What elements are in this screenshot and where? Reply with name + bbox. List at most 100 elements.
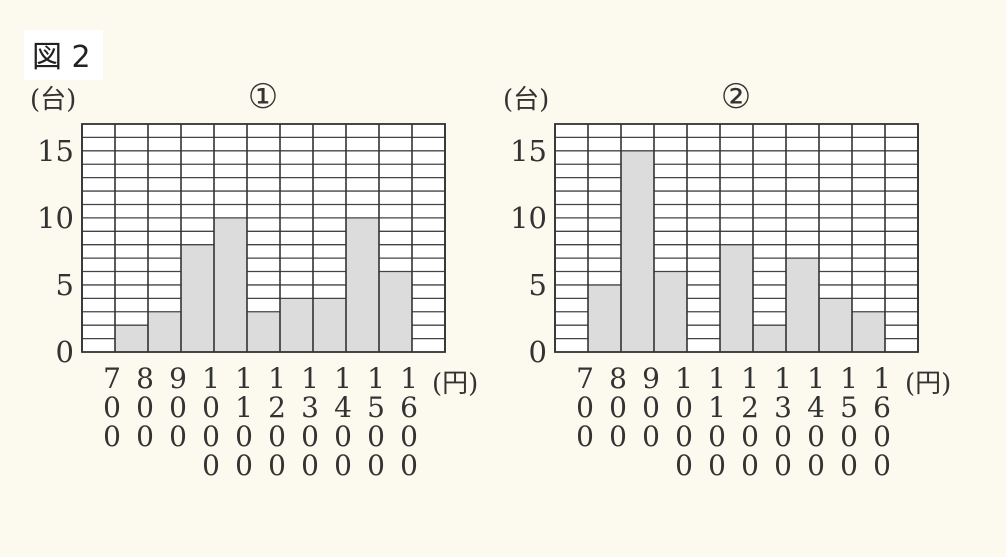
x-tick-label-digit: 0 xyxy=(675,449,693,482)
chart-title: ① xyxy=(248,77,278,117)
x-tick-label-digit: 7 xyxy=(103,362,121,395)
x-tick-label-digit: 9 xyxy=(642,362,660,395)
x-axis-label: (円) xyxy=(905,369,951,399)
x-tick-label-digit: 0 xyxy=(708,420,726,453)
bar xyxy=(280,298,313,352)
bar xyxy=(379,271,412,352)
x-tick-label-digit: 0 xyxy=(334,420,352,453)
x-tick-label-digit: 1 xyxy=(807,362,825,395)
x-tick-label-digit: 0 xyxy=(840,449,858,482)
y-tick-label: 0 xyxy=(56,335,74,369)
x-tick-label-digit: 0 xyxy=(367,420,385,453)
x-tick-label-digit: 4 xyxy=(807,391,825,424)
x-tick-label-digit: 8 xyxy=(136,362,154,395)
x-tick-label-digit: 1 xyxy=(235,362,253,395)
x-tick-label-digit: 0 xyxy=(576,420,594,453)
x-tick-label-digit: 0 xyxy=(576,391,594,424)
x-tick-label-digit: 0 xyxy=(774,420,792,453)
x-tick-label-digit: 0 xyxy=(873,449,891,482)
y-tick-label: 15 xyxy=(37,134,74,168)
bar xyxy=(852,311,885,352)
bar xyxy=(115,325,148,352)
x-tick-label-digit: 1 xyxy=(774,362,792,395)
x-tick-label-digit: 0 xyxy=(103,391,121,424)
x-tick-label-digit: 5 xyxy=(367,391,385,424)
y-tick-label: 10 xyxy=(510,201,547,235)
x-tick-label-digit: 1 xyxy=(334,362,352,395)
bar xyxy=(588,284,621,352)
x-tick-label-digit: 3 xyxy=(301,391,319,424)
bar xyxy=(247,311,280,352)
y-tick-label: 15 xyxy=(510,134,547,168)
bar xyxy=(654,271,687,352)
x-tick-label-digit: 1 xyxy=(675,362,693,395)
x-tick-label-digit: 0 xyxy=(301,420,319,453)
x-tick-label-digit: 0 xyxy=(741,420,759,453)
chart-1: 051015(台)①700800900100011001200130014001… xyxy=(30,77,478,482)
x-tick-label-digit: 1 xyxy=(708,391,726,424)
y-tick-label: 5 xyxy=(56,268,74,302)
bar xyxy=(819,298,852,352)
figure-label: 図 2 xyxy=(24,30,103,80)
x-tick-label-digit: 1 xyxy=(367,362,385,395)
chart-title: ② xyxy=(721,77,751,117)
x-tick-label-digit: 1 xyxy=(741,362,759,395)
x-tick-label-digit: 0 xyxy=(609,391,627,424)
x-tick-label-digit: 0 xyxy=(807,420,825,453)
x-tick-label-digit: 0 xyxy=(400,449,418,482)
x-tick-label-digit: 0 xyxy=(268,420,286,453)
x-tick-label-digit: 0 xyxy=(334,449,352,482)
x-tick-label-digit: 7 xyxy=(576,362,594,395)
x-tick-label-digit: 1 xyxy=(301,362,319,395)
x-tick-label-digit: 0 xyxy=(136,391,154,424)
bar xyxy=(181,244,214,352)
x-tick-label-digit: 6 xyxy=(400,391,418,424)
bar xyxy=(786,258,819,352)
x-tick-label-digit: 0 xyxy=(235,420,253,453)
x-tick-label-digit: 0 xyxy=(235,449,253,482)
y-axis-label: (台) xyxy=(30,85,76,115)
x-tick-label-digit: 1 xyxy=(708,362,726,395)
x-tick-label-digit: 0 xyxy=(675,391,693,424)
x-tick-label-digit: 0 xyxy=(708,449,726,482)
x-tick-label-digit: 0 xyxy=(873,420,891,453)
x-tick-label-digit: 0 xyxy=(400,420,418,453)
x-tick-label-digit: 0 xyxy=(642,420,660,453)
chart-2: 051015(台)②700800900100011001200130014001… xyxy=(503,77,951,482)
bar xyxy=(621,150,654,352)
x-tick-label-digit: 0 xyxy=(169,420,187,453)
x-axis-label: (円) xyxy=(432,369,478,399)
x-tick-label-digit: 0 xyxy=(840,420,858,453)
x-tick-label-digit: 0 xyxy=(642,391,660,424)
bar xyxy=(720,244,753,352)
y-axis-label: (台) xyxy=(503,85,549,115)
x-tick-label-digit: 0 xyxy=(268,449,286,482)
y-tick-label: 10 xyxy=(37,201,74,235)
x-tick-label-digit: 0 xyxy=(609,420,627,453)
x-tick-label-digit: 1 xyxy=(202,362,220,395)
x-tick-label-digit: 0 xyxy=(675,420,693,453)
x-tick-label-digit: 8 xyxy=(609,362,627,395)
x-tick-label-digit: 0 xyxy=(774,449,792,482)
y-tick-label: 0 xyxy=(529,335,547,369)
x-tick-label-digit: 0 xyxy=(136,420,154,453)
plot-border xyxy=(81,123,446,353)
x-tick-label-digit: 9 xyxy=(169,362,187,395)
x-tick-label-digit: 1 xyxy=(840,362,858,395)
bar xyxy=(214,217,247,352)
bar xyxy=(313,298,346,352)
x-tick-label-digit: 2 xyxy=(268,391,286,424)
x-tick-label-digit: 1 xyxy=(873,362,891,395)
x-tick-label-digit: 0 xyxy=(202,449,220,482)
x-tick-label-digit: 0 xyxy=(202,391,220,424)
bar xyxy=(346,217,379,352)
x-tick-label-digit: 2 xyxy=(741,391,759,424)
x-tick-label-digit: 5 xyxy=(840,391,858,424)
bar xyxy=(148,311,181,352)
x-tick-label-digit: 0 xyxy=(367,449,385,482)
x-tick-label-digit: 1 xyxy=(235,391,253,424)
x-tick-label-digit: 0 xyxy=(202,420,220,453)
y-tick-label: 5 xyxy=(529,268,547,302)
x-tick-label-digit: 1 xyxy=(400,362,418,395)
